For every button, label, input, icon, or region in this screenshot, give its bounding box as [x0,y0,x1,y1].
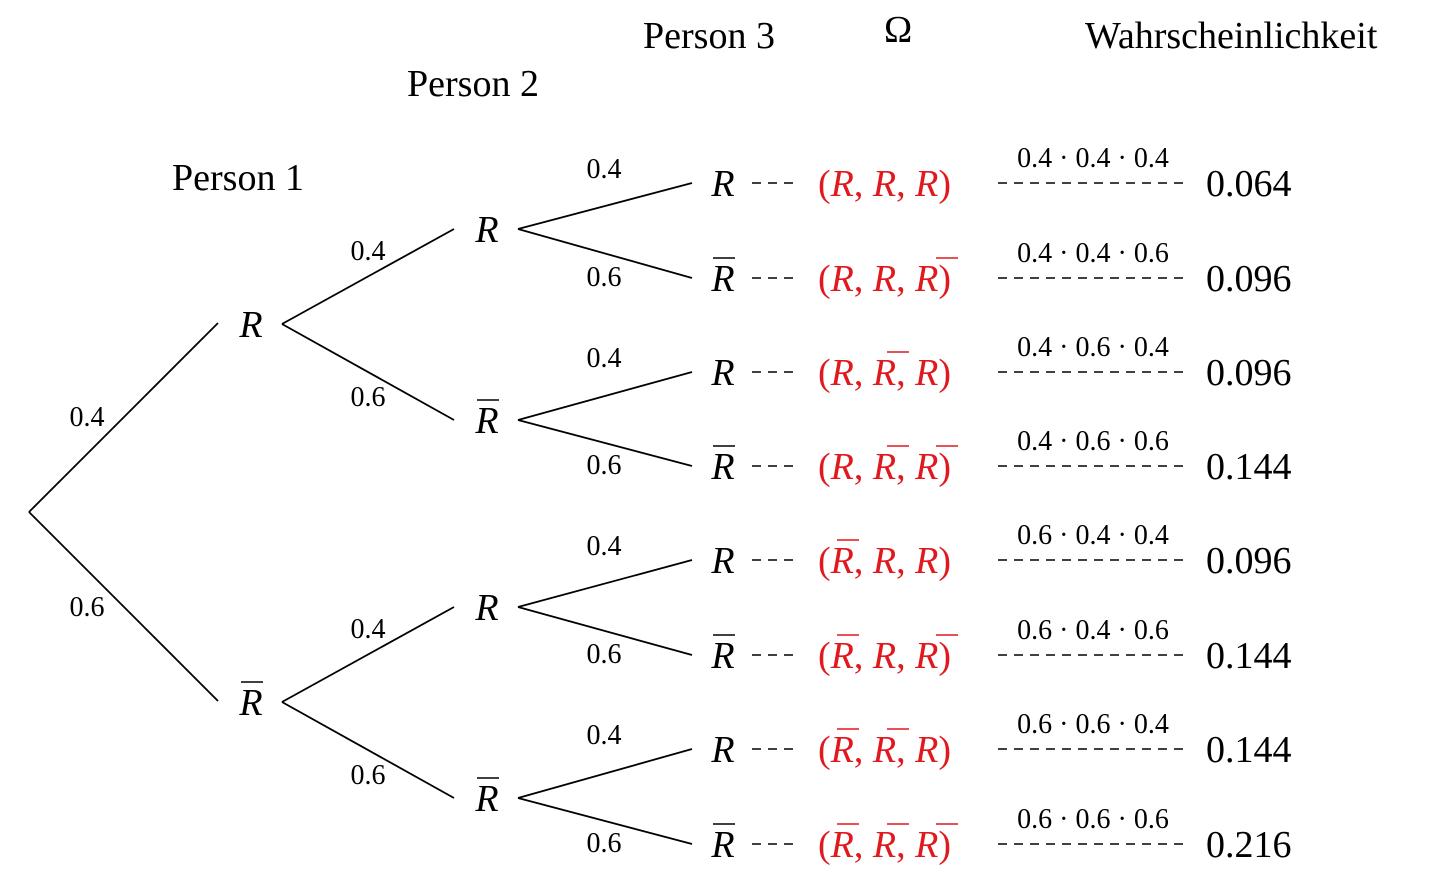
edge-level2-to-level3-7 [517,797,693,845]
calc-label-1: 0.4 · 0.4 · 0.6 [1017,238,1169,269]
edge-prob-level2-3: 0.6 [351,760,386,791]
outcome-rows: (R, R, R) 0.4 · 0.4 · 0.4 0.064 (R, R, R) 0.… [752,143,1292,866]
result-value-1: 0.096 [1206,258,1292,300]
node-person3-5-text: R [710,635,734,677]
outcome-tuple-text-3: (R, R, R) [818,446,951,488]
header-person-3: Person 3 [643,15,775,57]
edge-prob-level3-2: 0.4 [587,343,622,374]
header-person-1: Person 1 [172,157,304,199]
edge-root-to-level1-0 [28,322,219,513]
edge-level2-to-level3-4 [517,559,693,608]
calc-label-6: 0.6 · 0.6 · 0.4 [1017,709,1169,740]
edge-prob-level2-0: 0.4 [351,236,386,267]
result-value-6: 0.144 [1206,729,1292,771]
edge-prob-level2-1: 0.6 [351,382,386,413]
node-person1-0: R [238,304,262,346]
node-person3-6-text: R [710,729,734,771]
header-omega: Ω [884,9,912,51]
node-person3-4: R [710,540,734,582]
calc-label-2: 0.4 · 0.6 · 0.4 [1017,332,1169,363]
node-person1-0-text: R [238,304,262,346]
node-person3-6: R [710,729,734,771]
node-person3-3-text: R [710,446,734,488]
node-person3-7-text: R [710,824,734,866]
outcome-tuple-text-2: (R, R, R) [818,352,951,394]
edge-root-to-level1-1 [28,511,219,702]
node-person2-1-text: R [474,400,498,442]
edge-level2-to-level3-3 [517,419,693,467]
result-value-4: 0.096 [1206,540,1292,582]
edge-prob-level3-3: 0.6 [587,450,622,481]
edge-probability-labels: 0.4 0.6 0.4 0.6 0.4 0.6 0.4 0.6 0.4 0.6 0.4 0.6 0.4 0… [70,154,622,859]
outcome-tuple-3: (R, R, R) [818,445,958,488]
outcome-tuple-text-5: (R, R, R) [818,635,951,677]
calc-label-0: 0.4 · 0.4 · 0.4 [1017,143,1169,174]
node-person2-0: R [474,209,498,251]
outcome-tuple-0: (R, R, R) [818,163,951,205]
node-person2-0-text: R [474,209,498,251]
edge-level2-to-level3-2 [517,371,693,421]
node-person2-2-text: R [474,587,498,629]
calc-label-7: 0.6 · 0.6 · 0.6 [1017,804,1169,835]
outcome-tuple-text-1: (R, R, R) [818,258,951,300]
edge-level2-to-level3-5 [517,606,693,656]
node-person3-5: R [710,634,735,677]
outcome-tuple-text-6: (R, R, R) [818,729,951,771]
tree-nodes: R R R R R R R R R R R R R R [238,163,735,866]
node-person1-1-text: R [238,682,262,724]
node-person2-3-text: R [474,778,498,820]
edge-prob-level1-0: 0.4 [70,402,105,433]
edge-prob-level1-1: 0.6 [70,592,105,623]
node-person2-3: R [474,777,499,820]
tree-edges [28,182,693,845]
node-person3-2-text: R [710,352,734,394]
node-person2-1: R [474,399,499,442]
outcome-tuple-4: (R, R, R) [818,539,951,582]
outcome-tuple-text-7: (R, R, R) [818,824,951,866]
outcome-tuple-5: (R, R, R) [818,634,958,677]
edge-level2-to-level3-1 [517,228,693,279]
node-person3-2: R [710,352,734,394]
edge-prob-level2-2: 0.4 [351,614,386,645]
header-probability: Wahrscheinlichkeit [1085,15,1378,57]
node-person3-4-text: R [710,540,734,582]
calc-label-4: 0.6 · 0.4 · 0.4 [1017,520,1169,551]
node-person3-3: R [710,445,735,488]
outcome-tuple-2: (R, R, R) [818,351,951,394]
edge-level1-to-level2-2 [281,606,455,703]
calc-label-3: 0.4 · 0.6 · 0.6 [1017,426,1169,457]
node-person3-0: R [710,163,734,205]
edge-prob-level3-0: 0.4 [587,154,622,185]
outcome-tuple-text-0: (R, R, R) [818,163,951,205]
edge-prob-level3-6: 0.4 [587,720,622,751]
outcome-tuple-1: (R, R, R) [818,257,958,300]
result-value-3: 0.144 [1206,446,1292,488]
edge-level1-to-level2-1 [281,323,455,421]
edge-prob-level3-4: 0.4 [587,531,622,562]
outcome-tuple-6: (R, R, R) [818,728,951,771]
calc-label-5: 0.6 · 0.4 · 0.6 [1017,615,1169,646]
node-person3-0-text: R [710,163,734,205]
edge-level2-to-level3-6 [517,748,693,799]
edge-level2-to-level3-0 [517,182,693,230]
result-value-0: 0.064 [1206,163,1292,205]
node-person3-1-text: R [710,258,734,300]
edge-level1-to-level2-3 [281,701,455,799]
node-person1-1: R [238,681,263,724]
result-value-2: 0.096 [1206,352,1292,394]
outcome-tuple-text-4: (R, R, R) [818,540,951,582]
result-value-5: 0.144 [1206,635,1292,677]
node-person3-1: R [710,257,735,300]
node-person3-7: R [710,823,735,866]
edge-prob-level3-1: 0.6 [587,262,622,293]
outcome-tuple-7: (R, R, R) [818,823,958,866]
header-person-2: Person 2 [407,63,539,105]
result-value-7: 0.216 [1206,824,1292,866]
edge-level1-to-level2-0 [281,228,455,325]
node-person2-2: R [474,587,498,629]
edge-prob-level3-5: 0.6 [587,639,622,670]
edge-prob-level3-7: 0.6 [587,828,622,859]
